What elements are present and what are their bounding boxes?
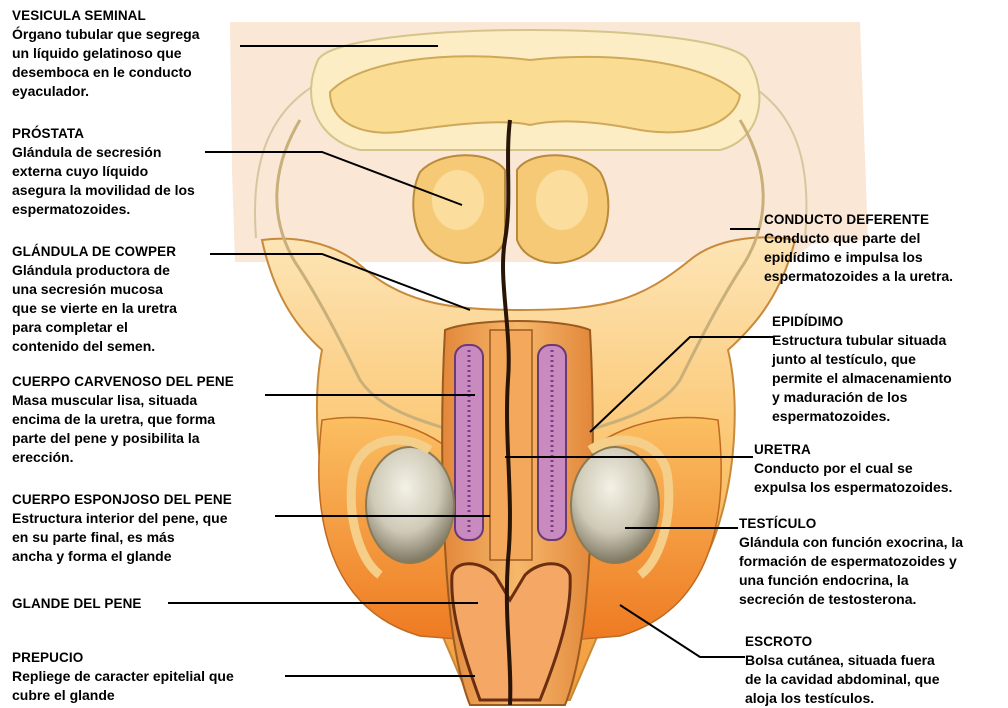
label-line: espermatozoides a la uretra. — [764, 267, 953, 286]
label-testiculo: TESTÍCULO Glándula con función exocrina,… — [739, 514, 963, 609]
label-line: epidídimo e impulsa los — [764, 248, 953, 267]
label-line: Órgano tubular que segrega — [12, 25, 199, 44]
label-line: Repliege de caracter epitelial que — [12, 667, 234, 686]
label-title: TESTÍCULO — [739, 514, 963, 533]
label-prepucio: PREPUCIO Repliege de caracter epitelial … — [12, 648, 234, 705]
seminal-vesicle-shape — [330, 56, 740, 132]
label-line: espermatozoides. — [772, 407, 952, 426]
testis-right — [571, 447, 659, 563]
label-uretra: URETRA Conducto por el cual se expulsa l… — [754, 440, 952, 497]
label-line: secreción de testosterona. — [739, 590, 963, 609]
label-epididimo: EPIDÍDIMO Estructura tubular situada jun… — [772, 312, 952, 426]
label-line: una función endocrina, la — [739, 571, 963, 590]
label-line: junto al testículo, que — [772, 350, 952, 369]
label-title: EPIDÍDIMO — [772, 312, 952, 331]
label-line: aloja los testículos. — [745, 689, 940, 708]
label-title: PREPUCIO — [12, 648, 234, 667]
label-glande: GLANDE DEL PENE — [12, 594, 142, 613]
label-line: Estructura tubular situada — [772, 331, 952, 350]
label-title: GLANDE DEL PENE — [12, 594, 142, 613]
label-line: Glándula de secresión — [12, 143, 195, 162]
label-conducto-deferente: CONDUCTO DEFERENTE Conducto que parte de… — [764, 210, 953, 286]
label-line: Bolsa cutánea, situada fuera — [745, 651, 940, 670]
label-title: ESCROTO — [745, 632, 940, 651]
label-line: de la cavidad abdominal, que — [745, 670, 940, 689]
label-glandula-cowper: GLÁNDULA DE COWPER Glándula productora d… — [12, 242, 177, 356]
testis-left — [366, 447, 454, 563]
label-cuerpo-cavernoso: CUERPO CARVENOSO DEL PENE Masa muscular … — [12, 372, 234, 467]
label-cuerpo-esponjoso: CUERPO ESPONJOSO DEL PENE Estructura int… — [12, 490, 232, 566]
label-title: URETRA — [754, 440, 952, 459]
label-line: Estructura interior del pene, que — [12, 509, 232, 528]
label-line: una secresión mucosa — [12, 280, 177, 299]
label-title: PRÓSTATA — [12, 124, 195, 143]
label-line: contenido del semen. — [12, 337, 177, 356]
label-line: parte del pene y posibilita la — [12, 429, 234, 448]
label-escroto: ESCROTO Bolsa cutánea, situada fuera de … — [745, 632, 940, 708]
label-line: cubre el glande — [12, 686, 234, 705]
label-vesicula-seminal: VESICULA SEMINAL Órgano tubular que segr… — [12, 6, 199, 101]
label-title: VESICULA SEMINAL — [12, 6, 199, 25]
label-line: permite el almacenamiento — [772, 369, 952, 388]
label-line: Conducto por el cual se — [754, 459, 952, 478]
label-line: erección. — [12, 448, 234, 467]
label-line: para completar el — [12, 318, 177, 337]
label-line: que se vierte en la uretra — [12, 299, 177, 318]
label-line: en su parte final, es más — [12, 528, 232, 547]
label-title: CONDUCTO DEFERENTE — [764, 210, 953, 229]
label-line: y maduración de los — [772, 388, 952, 407]
label-line: ancha y forma el glande — [12, 547, 232, 566]
label-line: expulsa los espermatozoides. — [754, 478, 952, 497]
label-line: formación de espermatozoides y — [739, 552, 963, 571]
label-line: eyaculador. — [12, 82, 199, 101]
label-title: CUERPO CARVENOSO DEL PENE — [12, 372, 234, 391]
label-line: Conducto que parte del — [764, 229, 953, 248]
label-line: desemboca en le conducto — [12, 63, 199, 82]
label-line: asegura la movilidad de los — [12, 181, 195, 200]
label-line: encima de la uretra, que forma — [12, 410, 234, 429]
label-title: GLÁNDULA DE COWPER — [12, 242, 177, 261]
label-prostata: PRÓSTATA Glándula de secresión externa c… — [12, 124, 195, 219]
label-line: Masa muscular lisa, situada — [12, 391, 234, 410]
label-line: Glándula con función exocrina, la — [739, 533, 963, 552]
label-title: CUERPO ESPONJOSO DEL PENE — [12, 490, 232, 509]
label-line: espermatozoides. — [12, 200, 195, 219]
label-line: un líquido gelatinoso que — [12, 44, 199, 63]
label-line: externa cuyo líquido — [12, 162, 195, 181]
label-line: Glándula productora de — [12, 261, 177, 280]
